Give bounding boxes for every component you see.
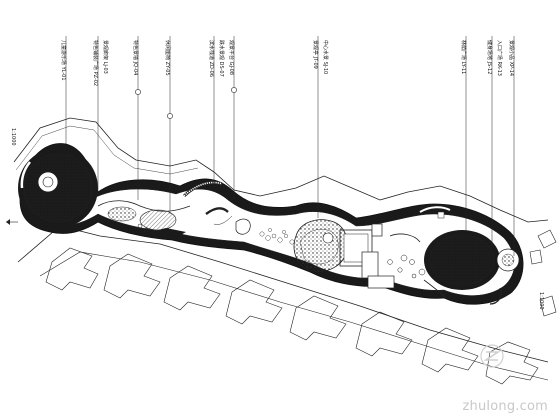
callout-label: 健身场地 JS-12: [486, 40, 493, 74]
callout-label: 跌水景观 DS-07: [218, 40, 225, 77]
callout-label: 儿童游乐场 YL-01: [60, 40, 67, 81]
small-pond: [213, 215, 295, 245]
curved-pergola: [182, 181, 229, 215]
zhulong-logo-icon: [480, 344, 504, 368]
callout-label: 中心水景 SJ-10: [322, 40, 329, 74]
callout-label: 入口广场 RK-13: [496, 40, 503, 76]
site-boundary-upper-offset: [15, 125, 199, 175]
central-water-feature: [293, 219, 395, 289]
site-boundary-upper: [13, 117, 549, 223]
scale-label-left: 1:1000: [10, 128, 16, 146]
callout-label: 林荫广场 LY-11: [460, 40, 467, 74]
callout-label: 滨水栈道 ZD-06: [208, 40, 215, 77]
ne-gate: [529, 229, 557, 317]
callout-markers: [135, 87, 237, 119]
callout-label: 观景平台 GJ-08: [228, 40, 235, 75]
callout-label: 特色景墙 JQ-04: [132, 40, 139, 75]
watermark-text: zhulong.com: [462, 399, 548, 414]
callout-labels: 儿童游乐场 YL-01 特色铺装广场 PZ-02 景观廊架 LJ-03 特色景墙…: [60, 40, 515, 86]
garden-detail-left: [97, 200, 191, 240]
left-circular-plaza: [18, 148, 98, 228]
callout-leaders: [65, 36, 515, 256]
callout-label: 景观小品 XP-14: [508, 40, 515, 76]
callout-label: 休闲座椅 ZY-05: [164, 40, 171, 76]
right-oval-plaza: [419, 206, 520, 305]
callout-label: 景观亭 JT-09: [312, 40, 319, 69]
planting-right: [387, 233, 447, 299]
north-arrow-icon: [6, 219, 18, 225]
road-edge-inner: [39, 251, 549, 381]
scale-label-right: 1:1000: [538, 292, 544, 310]
callout-label: 特色铺装广场 PZ-02: [92, 40, 99, 86]
building-footprints: [45, 247, 539, 385]
callout-label: 景观廊架 LJ-03: [102, 40, 109, 74]
